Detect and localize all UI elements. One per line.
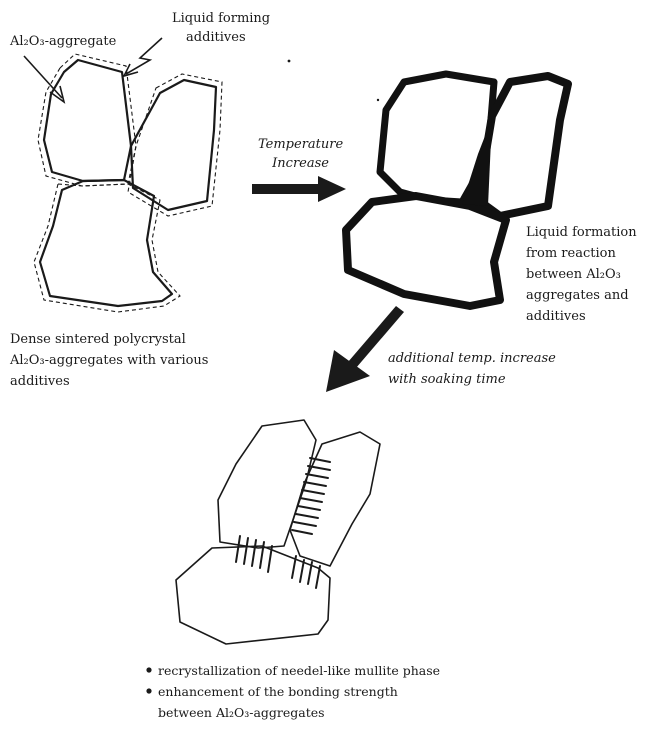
bullet-item-bonding-continuation: between Al₂O₃-aggregates: [158, 702, 440, 723]
label-temperature-line1: Temperature: [258, 136, 343, 155]
label-liquid-formation: Liquid formation from reaction between A…: [526, 222, 637, 327]
stage3-bonded-aggregates: [176, 420, 380, 644]
speck: [377, 99, 379, 101]
label-temperature-line2: Increase: [258, 155, 343, 174]
stage3-grain-left: [218, 420, 316, 548]
label-liquid-forming-additives: Liquid forming additives: [172, 10, 270, 48]
label-liquid-forming-line2: additives: [186, 29, 270, 48]
bullet-dot-1: [146, 667, 151, 672]
label-liquid-formation-line3: between Al₂O₃: [526, 264, 637, 285]
label-liquid-formation-line4: aggregates and: [526, 285, 637, 306]
additive-pointer-arrow: [126, 38, 162, 74]
stage1-grain-topleft: [44, 60, 131, 181]
bullet-item-recrystallization: recrystallization of needel-like mullite…: [158, 660, 440, 681]
label-aggregate: Al₂O₃-aggregate: [10, 33, 116, 52]
label-dense-line2: Al₂O₃-aggregates with various: [10, 351, 208, 372]
label-dense-sintered: Dense sintered polycrystal Al₂O₃-aggrega…: [10, 330, 208, 392]
stage2-grain-bottom: [346, 196, 506, 306]
label-liquid-forming-line1: Liquid forming: [172, 10, 270, 29]
aggregate-pointer-arrowhead: [50, 86, 64, 102]
speck: [288, 60, 291, 63]
label-temperature-increase: Temperature Increase: [258, 136, 343, 174]
mullite-needles: [236, 458, 330, 588]
label-dense-line1: Dense sintered polycrystal: [10, 330, 208, 351]
bullet-item-bonding-strength: enhancement of the bonding strength: [158, 681, 440, 702]
aggregate-pointer-arrow: [24, 56, 62, 98]
label-liquid-formation-line2: from reaction: [526, 243, 637, 264]
label-additional-temp: additional temp. increase with soaking t…: [388, 348, 556, 390]
label-additional-temp-line1: additional temp. increase: [388, 348, 556, 369]
bullet-dot-2: [146, 688, 151, 693]
label-liquid-formation-line1: Liquid formation: [526, 222, 637, 243]
label-dense-line3: additives: [10, 372, 208, 393]
label-liquid-formation-line5: additives: [526, 306, 637, 327]
temperature-arrow: [252, 176, 346, 202]
bullet-list: recrystallization of needel-like mullite…: [158, 660, 440, 723]
label-additional-temp-line2: with soaking time: [388, 369, 556, 390]
